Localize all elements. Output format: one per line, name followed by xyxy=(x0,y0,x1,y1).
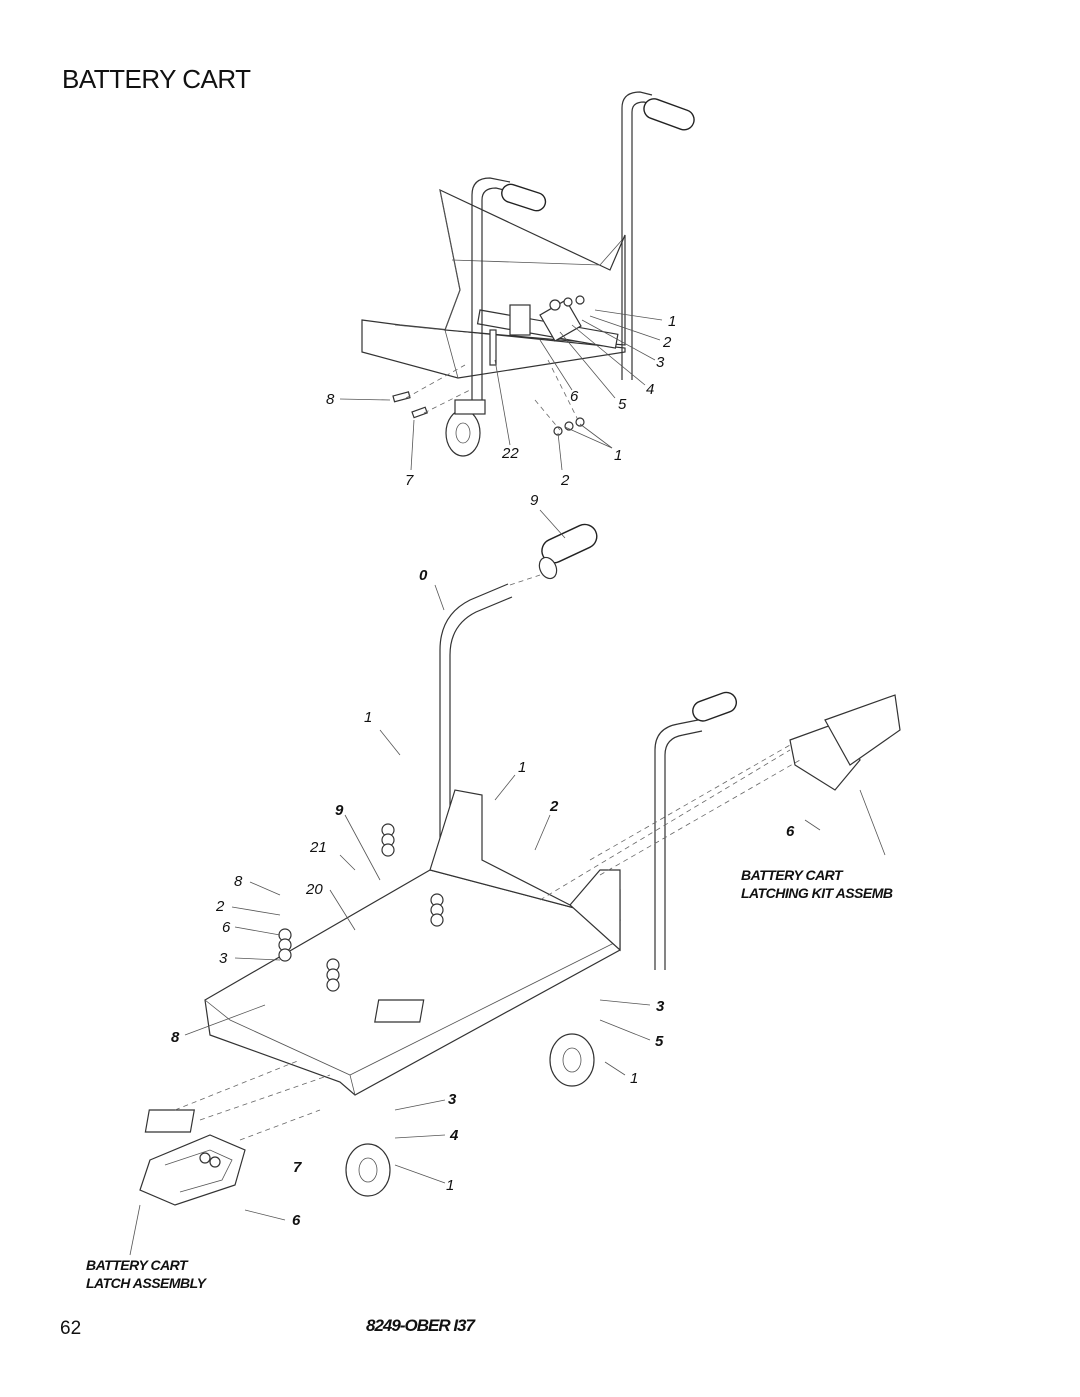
callout-label: 7 xyxy=(405,472,414,489)
callout-label: 9 xyxy=(335,802,344,819)
caption-latching-kit: BATTERY CART LATCHING KIT ASSEMB xyxy=(741,866,893,902)
callout-label: 2 xyxy=(561,472,570,489)
callout-label: 1 xyxy=(446,1177,455,1194)
callout-label: 6 xyxy=(292,1212,301,1229)
callout-label: 1 xyxy=(630,1070,639,1087)
document-code: 8249-OBER I37 xyxy=(366,1316,475,1335)
callout-label: 7 xyxy=(293,1159,302,1176)
callout-label: 3 xyxy=(448,1091,457,1108)
callout-label: 2 xyxy=(216,898,225,915)
bottom-cart-assembly xyxy=(129,583,901,1256)
page-title: BATTERY CART xyxy=(62,64,251,94)
callout-label: 5 xyxy=(618,396,627,413)
callout-label: 6 xyxy=(222,919,231,936)
callout-label: 3 xyxy=(656,354,665,371)
callout-label: 21 xyxy=(310,839,327,856)
callout-label: 8 xyxy=(234,873,243,890)
callout-label: 6 xyxy=(570,388,579,405)
callout-label: 8 xyxy=(171,1029,180,1046)
callout-label: 1 xyxy=(364,709,373,726)
handle-grip-exploded xyxy=(434,509,598,611)
page-number: 62 xyxy=(60,1318,82,1339)
callout-label: 8 xyxy=(326,391,335,408)
top-cart-assembly xyxy=(339,91,695,471)
callout-label: 22 xyxy=(502,445,519,462)
callout-label: 2 xyxy=(550,798,559,815)
callout-label: 1 xyxy=(518,759,527,776)
caption-line: BATTERY CART xyxy=(741,867,843,883)
callout-label: 0 xyxy=(419,567,428,584)
callout-label: 2 xyxy=(663,334,672,351)
caption-line: BATTERY CART xyxy=(86,1257,188,1273)
callout-label: 6 xyxy=(786,823,795,840)
callout-label: 9 xyxy=(530,492,539,509)
caption-latch-assembly: BATTERY CART LATCH ASSEMBLY xyxy=(86,1256,206,1292)
callout-label: 1 xyxy=(668,313,677,330)
callout-label: 20 xyxy=(306,881,323,898)
callout-label: 1 xyxy=(614,447,623,464)
caption-line: LATCHING KIT ASSEMB xyxy=(741,885,893,901)
callout-label: 3 xyxy=(219,950,228,967)
callout-label: 4 xyxy=(450,1127,459,1144)
callout-label: 4 xyxy=(646,381,655,398)
callout-label: 3 xyxy=(656,998,665,1015)
callout-label: 5 xyxy=(655,1033,664,1050)
caption-line: LATCH ASSEMBLY xyxy=(86,1275,206,1291)
